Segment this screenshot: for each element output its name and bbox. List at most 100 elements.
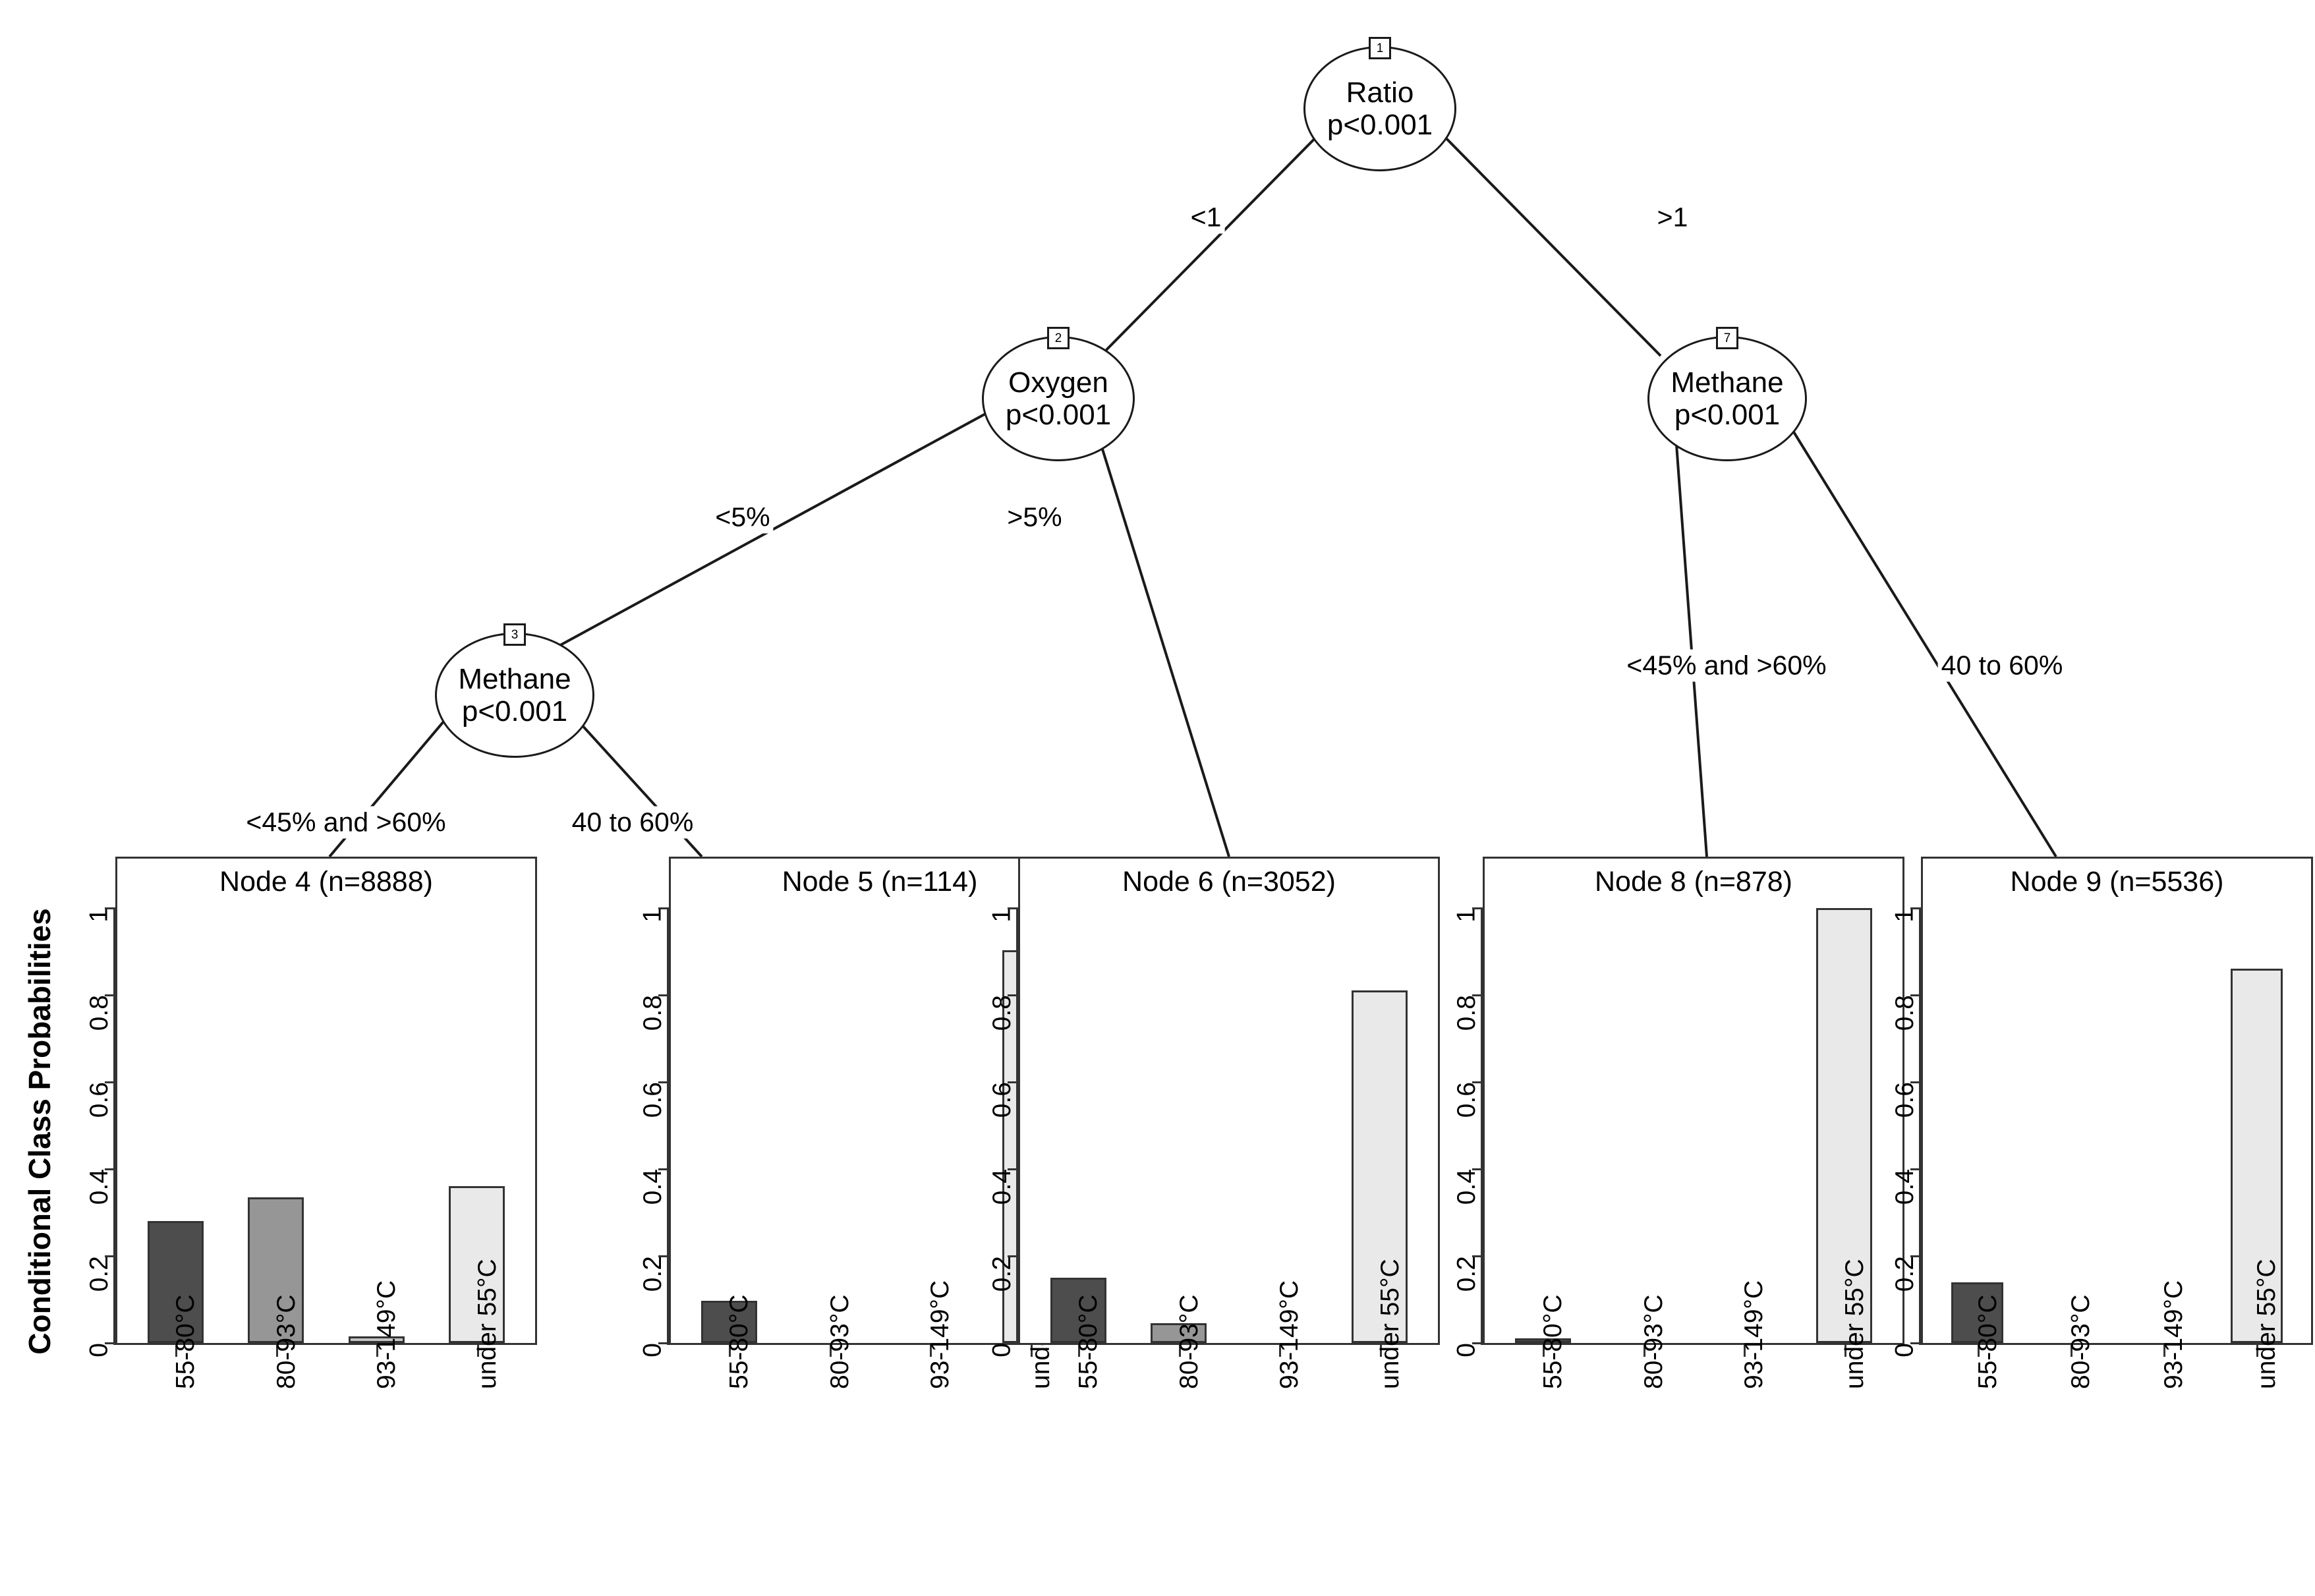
- x-axis-category-label: 80-93°C: [1639, 1294, 1668, 1389]
- x-axis-tick: [1543, 1345, 1545, 1357]
- x-axis-tick: [1078, 1345, 1081, 1357]
- node-pvalue-label: p<0.001: [1674, 399, 1781, 431]
- bar-8-1: [1514, 1338, 1571, 1343]
- y-axis-tick-label: 0.8: [1891, 995, 1919, 1031]
- y-axis-tick-label: 0.4: [988, 1169, 1016, 1205]
- y-axis-tick-label: 1: [988, 908, 1016, 923]
- x-axis-tick: [1030, 1345, 1033, 1357]
- x-axis-tick: [1379, 1345, 1382, 1357]
- x-axis-category-label: 55-80°C: [171, 1294, 200, 1389]
- y-axis-tick: [658, 1255, 669, 1257]
- y-axis-tick: [1008, 907, 1018, 909]
- x-axis-baseline: [1016, 1343, 1440, 1345]
- y-axis-tick-label: 0.6: [988, 1082, 1016, 1118]
- y-axis-tick-label: 0.4: [85, 1169, 113, 1205]
- y-axis-tick: [658, 1168, 669, 1170]
- y-axis-tick-label: 0.2: [988, 1256, 1016, 1292]
- bar-6-2: [1151, 1323, 1207, 1343]
- y-axis-tick-label: 1: [85, 908, 113, 923]
- y-axis-tick-label: 0.2: [1452, 1256, 1481, 1292]
- x-axis-category-label: under 55°C: [1375, 1259, 1404, 1389]
- x-axis-tick: [930, 1345, 932, 1357]
- x-axis-category-label: 55-80°C: [725, 1294, 754, 1389]
- y-axis-spine: [1919, 908, 1921, 1343]
- y-axis-tick: [105, 1255, 115, 1257]
- y-axis-tick: [105, 1342, 115, 1344]
- x-axis-tick: [1178, 1345, 1181, 1357]
- panel-title: Node 9 (n=5536): [2010, 866, 2224, 898]
- edge-label: <45% and >60%: [1623, 649, 1830, 682]
- x-axis-tick: [1643, 1345, 1645, 1357]
- y-axis-tick-label: 0.4: [639, 1169, 667, 1205]
- x-axis-baseline: [1919, 1343, 2313, 1345]
- y-axis-tick: [1472, 994, 1483, 996]
- x-axis-category-label: 80-93°C: [1174, 1294, 1203, 1389]
- y-axis-tick: [1472, 907, 1483, 909]
- y-axis-tick-label: 0.2: [85, 1256, 113, 1292]
- bar-6-1: [1050, 1278, 1106, 1343]
- x-axis-baseline: [667, 1343, 1091, 1345]
- x-axis-category-label: 55-80°C: [1539, 1294, 1568, 1389]
- y-axis-tick-label: 0.2: [639, 1256, 667, 1292]
- node-number-badge: 7: [1716, 327, 1738, 349]
- bar-9-1: [1951, 1282, 2004, 1343]
- y-axis-tick: [1472, 1342, 1483, 1344]
- y-axis-tick-label: 0: [988, 1343, 1016, 1357]
- node-number-badge: 2: [1047, 327, 1070, 349]
- y-axis-tick: [1910, 1342, 1921, 1344]
- x-axis-category-label: 80-93°C: [2066, 1294, 2095, 1389]
- y-axis-tick-label: 0.6: [639, 1082, 667, 1118]
- y-axis-tick: [1008, 1168, 1018, 1170]
- edge-label: <1: [1187, 201, 1225, 234]
- y-axis-tick-label: 0.4: [1452, 1169, 1481, 1205]
- y-axis-tick: [105, 1168, 115, 1170]
- x-axis-tick: [175, 1345, 178, 1357]
- x-axis-tick: [275, 1345, 278, 1357]
- x-axis-tick: [376, 1345, 379, 1357]
- x-axis-tick: [2163, 1345, 2166, 1357]
- x-axis-category-label: 55-80°C: [1074, 1294, 1103, 1389]
- x-axis-tick: [476, 1345, 479, 1357]
- y-axis-tick-label: 0: [639, 1343, 667, 1357]
- x-axis-tick: [729, 1345, 731, 1357]
- y-axis-tick-label: 0.8: [85, 995, 113, 1031]
- x-axis-tick: [2070, 1345, 2072, 1357]
- y-axis-tick-label: 0: [85, 1343, 113, 1357]
- x-axis-tick: [1844, 1345, 1846, 1357]
- edge-label: >1: [1653, 201, 1692, 234]
- y-axis-tick-label: 0.8: [988, 995, 1016, 1031]
- x-axis-tick: [829, 1345, 832, 1357]
- x-axis-category-label: 93-149°C: [1740, 1280, 1769, 1389]
- x-axis-category-label: 55-80°C: [1973, 1294, 2002, 1389]
- node-pvalue-label: p<0.001: [1327, 109, 1433, 141]
- y-axis-tick: [1910, 1255, 1921, 1257]
- y-axis-title: Conditional Class Probabilities: [22, 908, 57, 1355]
- panel-title: Node 8 (n=878): [1594, 866, 1792, 898]
- x-axis-category-label: 80-93°C: [825, 1294, 854, 1389]
- node-number-badge: 3: [503, 623, 526, 646]
- x-axis-category-label: 93-149°C: [372, 1280, 401, 1389]
- y-axis-tick: [658, 994, 669, 996]
- panel-y-axis-6: 0 0.2 0.4 0.6 0.8 1: [988, 907, 1018, 1357]
- y-axis-tick: [1910, 1081, 1921, 1083]
- y-axis-spine: [1481, 908, 1483, 1343]
- x-axis-category-label: under 55°C: [1840, 1259, 1869, 1389]
- x-axis-tick: [2256, 1345, 2259, 1357]
- y-axis-tick-label: 1: [1891, 908, 1919, 923]
- y-axis-spine: [667, 908, 669, 1343]
- x-axis-category-label: under 55°C: [472, 1259, 501, 1389]
- bar-4-4: [449, 1186, 505, 1343]
- y-axis-spine: [113, 908, 115, 1343]
- y-axis-tick: [105, 1081, 115, 1083]
- node-number-badge: 1: [1369, 37, 1391, 59]
- y-axis-tick: [1910, 994, 1921, 996]
- y-axis-spine: [1016, 908, 1018, 1343]
